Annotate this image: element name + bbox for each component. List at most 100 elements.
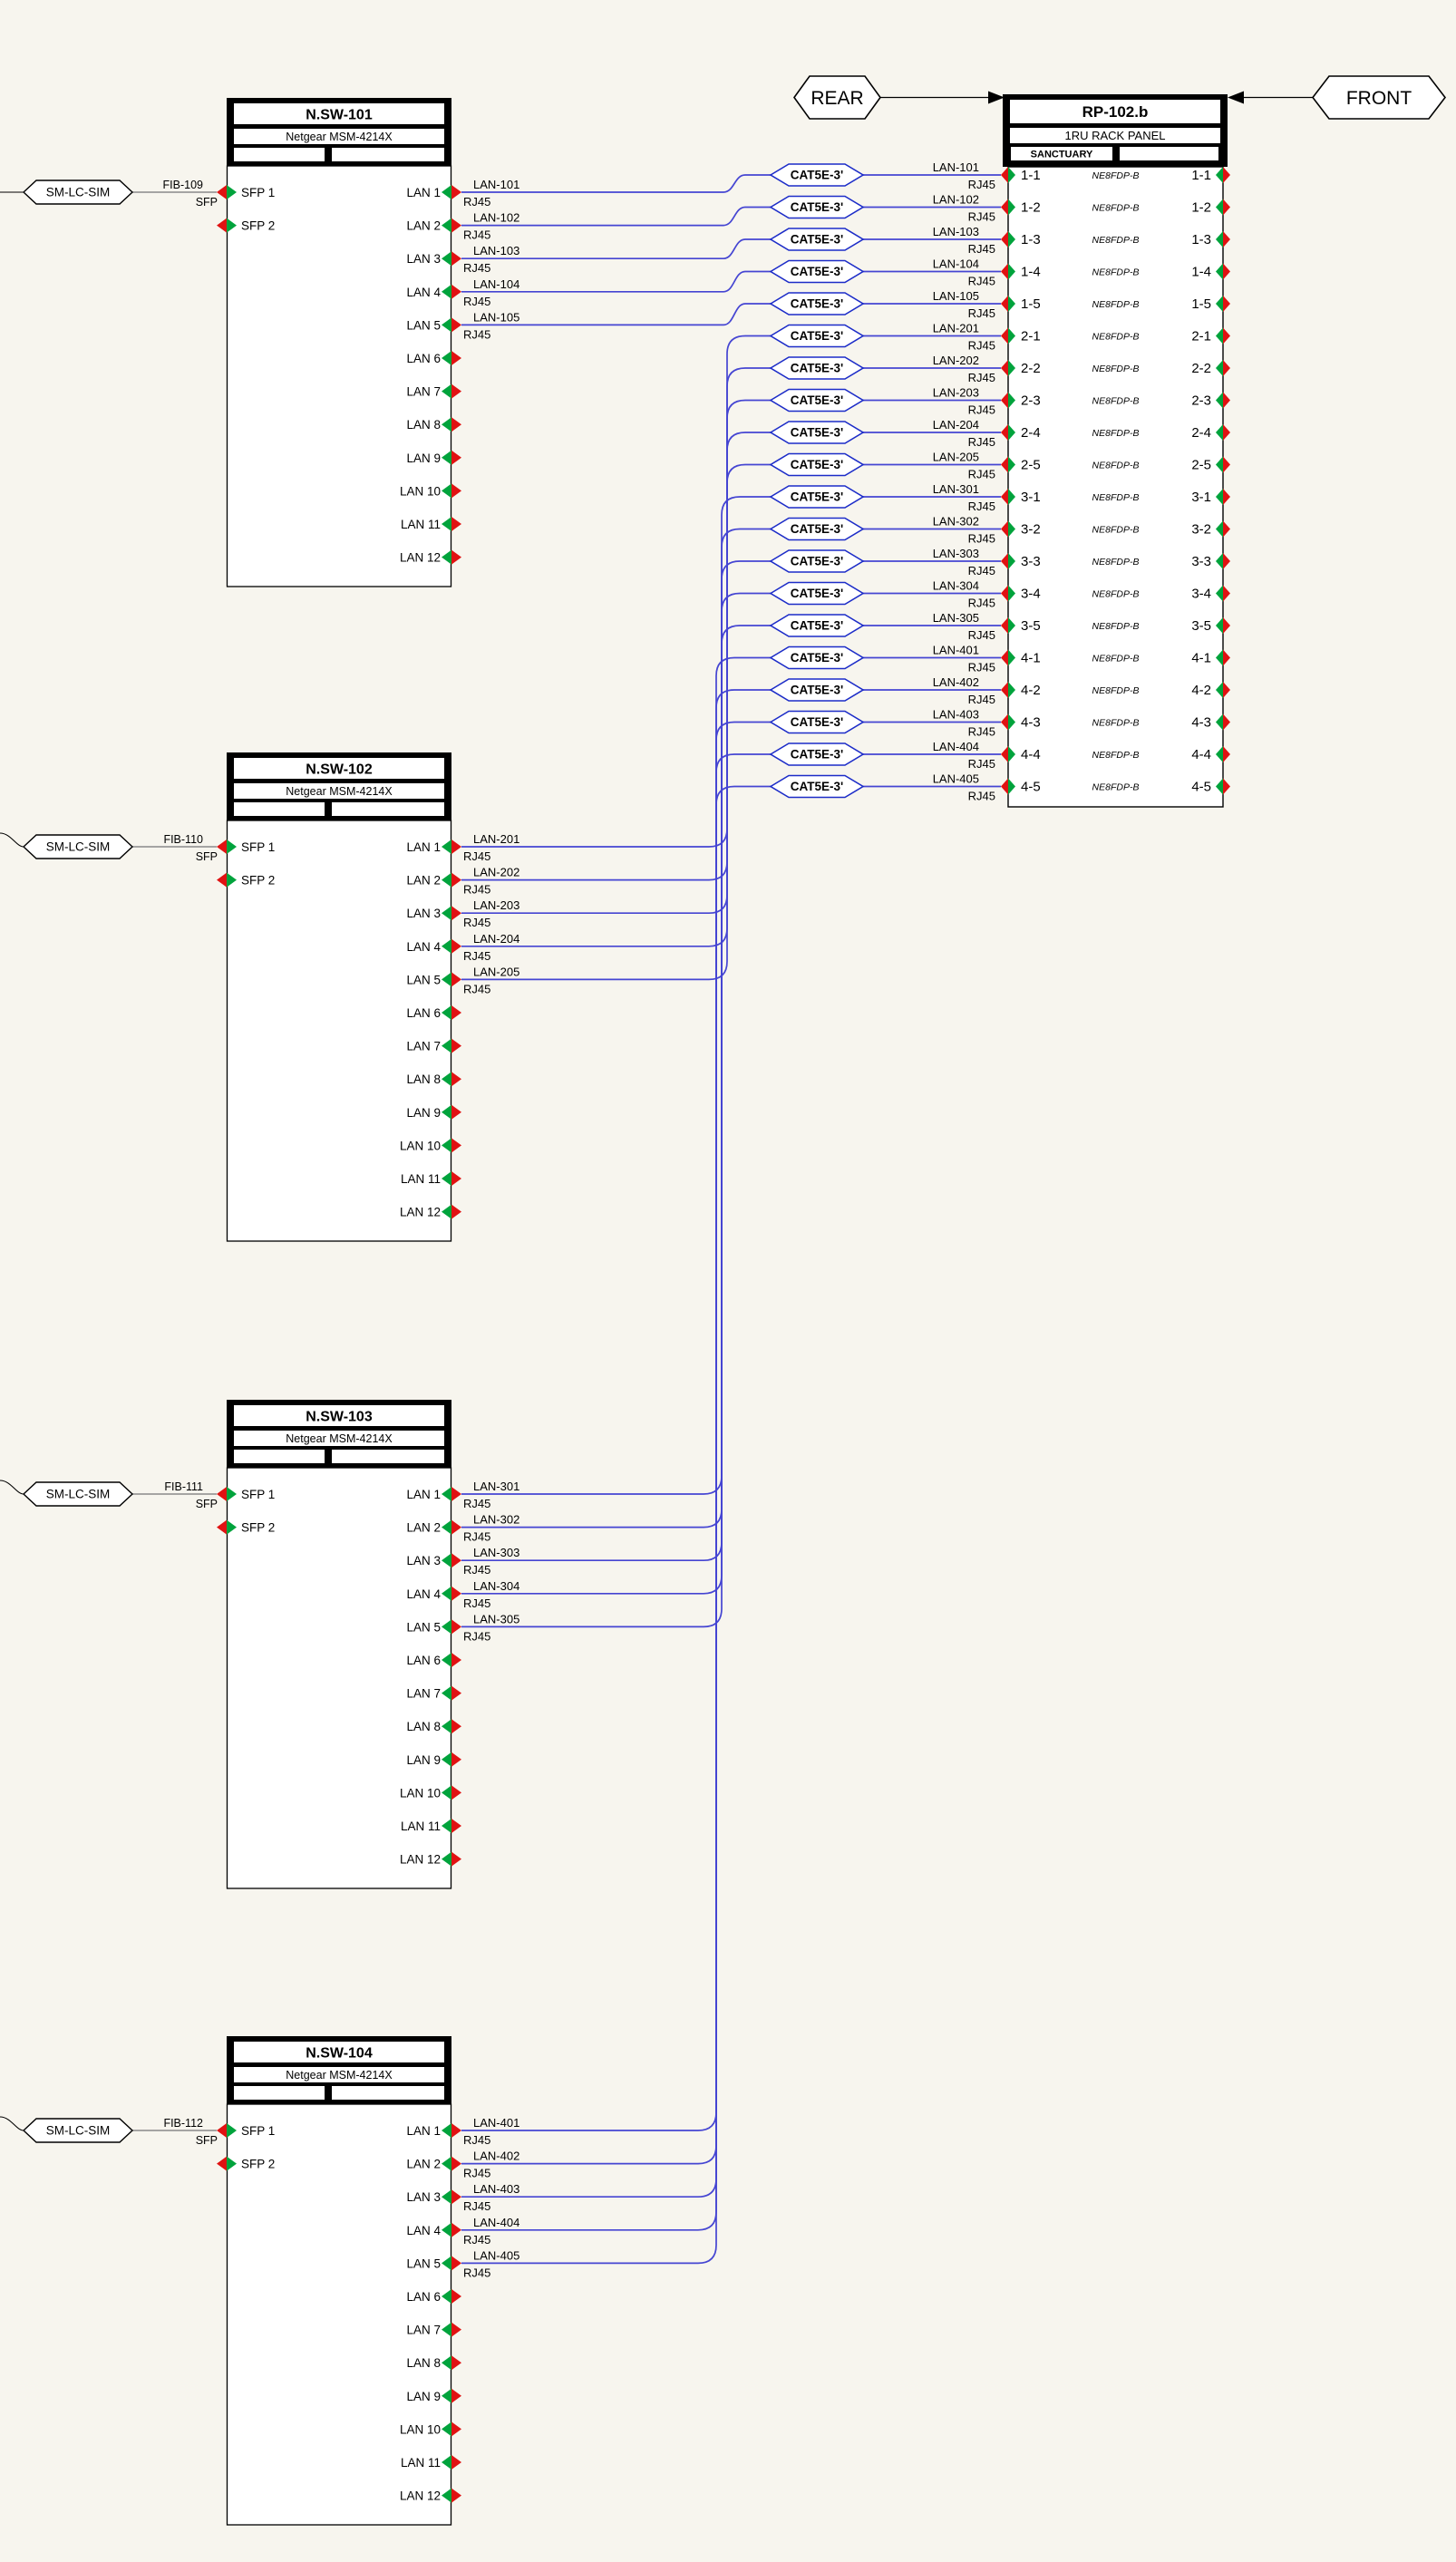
cable-type-label: CAT5E-3' — [791, 233, 843, 247]
lan-port-diamond-left-half — [442, 1619, 451, 1635]
lan-port-diamond-right-half — [451, 839, 461, 854]
lan-port-diamond-left-half — [442, 2123, 451, 2138]
lan-wire — [461, 785, 1001, 2265]
connector-label-switch-end: RJ45 — [463, 849, 490, 863]
circuit-label-switch-end: LAN-105 — [473, 310, 519, 324]
panel-front-port-diamond-right-half — [1223, 553, 1230, 569]
sfp-port-label: SFP 1 — [241, 840, 275, 854]
panel-front-port-diamond-left-half — [1216, 231, 1223, 247]
connector-label-panel-end: RJ45 — [968, 661, 995, 674]
lan-port-diamond-left-half — [442, 185, 451, 199]
panel-port-front-label: 4-1 — [1191, 651, 1211, 666]
lan-port-diamond-right-half — [451, 2355, 461, 2371]
panel-port-front-label: 1-3 — [1191, 232, 1211, 247]
circuit-label-switch-end: LAN-403 — [473, 2182, 519, 2196]
sfp-port-diamond-left-half — [217, 185, 227, 199]
circuit-label-switch-end: LAN-405 — [473, 2248, 519, 2262]
circuit-label-switch-end: LAN-304 — [473, 1579, 519, 1593]
circuit-label-panel-end: LAN-404 — [933, 740, 979, 753]
panel-port-front-label: 2-3 — [1191, 393, 1211, 409]
fiber-connector-label: SM-LC-SIM — [46, 1488, 111, 1501]
panel-front-port-diamond-left-half — [1216, 746, 1223, 762]
switch-model-box — [234, 129, 444, 144]
sfp-port-diamond-left-half — [217, 2156, 227, 2171]
panel-front-port-diamond-right-half — [1223, 199, 1230, 216]
cable-type-badge — [769, 678, 865, 702]
lan-port-diamond-left-half — [442, 839, 451, 854]
panel-front-port-diamond-right-half — [1223, 713, 1230, 731]
cable-type-label: CAT5E-3' — [791, 458, 843, 471]
panel-device-label: NE8FDP-B — [1092, 525, 1140, 536]
panel-port-rear-label: 2-2 — [1021, 361, 1041, 376]
lan-port-label: LAN 8 — [406, 1720, 441, 1733]
panel-rear-port-diamond-right-half — [1008, 167, 1015, 183]
lan-port-diamond-left-half — [442, 1553, 451, 1568]
lan-port-label: LAN 6 — [406, 1006, 441, 1020]
lan-port-diamond-right-half — [451, 872, 461, 888]
lan-port-diamond-left-half — [442, 483, 451, 499]
lan-port-diamond-right-half — [451, 1138, 461, 1153]
lan-port-diamond-left-half — [442, 1519, 451, 1535]
lan-port-label: LAN 11 — [401, 1820, 441, 1833]
cable-type-badge — [769, 549, 865, 573]
sfp-port-diamond-left-half — [217, 1487, 227, 1501]
panel-device-label: NE8FDP-B — [1092, 299, 1140, 310]
wires-layer — [0, 91, 1313, 2265]
blocks-layer — [226, 94, 1228, 2526]
sfp-port-diamond-right-half — [227, 1487, 237, 1501]
switch-model-box — [234, 1431, 444, 1446]
panel-body — [1007, 166, 1224, 808]
panel-rear-port-diamond-left-half — [1001, 489, 1008, 505]
lan-port-label: LAN 7 — [406, 385, 441, 399]
rear-banner-hexagon — [793, 75, 881, 120]
panel-port-front-label: 3-1 — [1191, 490, 1211, 505]
lan-port-label: LAN 8 — [406, 2356, 441, 2370]
circuit-label-switch-end: LAN-204 — [473, 932, 519, 946]
cable-type-label: CAT5E-3' — [791, 748, 843, 762]
lan-port-label: LAN 6 — [406, 352, 441, 365]
lan-port-diamond-left-half — [442, 1005, 451, 1020]
lan-port-diamond-left-half — [442, 1653, 451, 1667]
cable-type-label: CAT5E-3' — [791, 490, 843, 504]
panel-port-front-label: 4-4 — [1191, 747, 1211, 762]
cable-type-badge — [769, 292, 865, 315]
panel-device-label: NE8FDP-B — [1092, 685, 1140, 696]
fiber-type-label: SFP — [196, 2134, 218, 2147]
fiber-connector-hexagon — [22, 834, 134, 859]
connector-label-panel-end: RJ45 — [968, 790, 995, 803]
lan-port-diamond-right-half — [451, 2156, 461, 2171]
switch-subbox-left — [234, 1450, 325, 1463]
panel-rear-port-diamond-right-half — [1008, 424, 1015, 441]
panel-port-rear-label: 1-1 — [1021, 168, 1041, 183]
sfp-port-label: SFP 1 — [241, 2124, 275, 2138]
front-banner-label: FRONT — [1346, 88, 1412, 109]
circuit-label-panel-end: LAN-402 — [933, 675, 979, 689]
fiber-cable-label: FIB-112 — [163, 2117, 203, 2130]
panel-front-port-diamond-left-half — [1216, 682, 1223, 698]
panel-device-label: NE8FDP-B — [1092, 203, 1140, 214]
lan-port-diamond-right-half — [451, 251, 461, 267]
circuit-label-switch-end: LAN-305 — [473, 1612, 519, 1626]
circuit-label-panel-end: LAN-405 — [933, 772, 979, 786]
lan-port-label: LAN 7 — [406, 1040, 441, 1053]
panel-port-front-label: 3-4 — [1191, 587, 1211, 602]
connector-label-switch-end: RJ45 — [463, 2199, 490, 2213]
cable-type-label: CAT5E-3' — [791, 200, 843, 214]
panel-front-port-diamond-right-half — [1223, 263, 1230, 280]
sfp-port-label: SFP 2 — [241, 219, 275, 233]
page-edge-stub — [0, 2116, 24, 2131]
switch-model: Netgear MSM-4214X — [286, 2069, 393, 2082]
circuit-label-panel-end: LAN-401 — [933, 644, 979, 657]
lan-port-label: LAN 12 — [400, 2489, 441, 2503]
panel-front-port-diamond-right-half — [1223, 231, 1230, 247]
panel-port-front-label: 4-5 — [1191, 780, 1211, 795]
lan-port-label: LAN 1 — [406, 2124, 441, 2138]
lan-port-label: LAN 9 — [406, 2390, 441, 2403]
cable-type-badge — [769, 581, 865, 606]
lan-port-diamond-right-half — [451, 1586, 461, 1601]
lan-port-diamond-left-half — [442, 218, 451, 233]
lan-port-diamond-left-half — [442, 417, 451, 432]
circuit-label-switch-end: LAN-103 — [473, 244, 519, 257]
panel-front-port-diamond-left-half — [1216, 360, 1223, 376]
